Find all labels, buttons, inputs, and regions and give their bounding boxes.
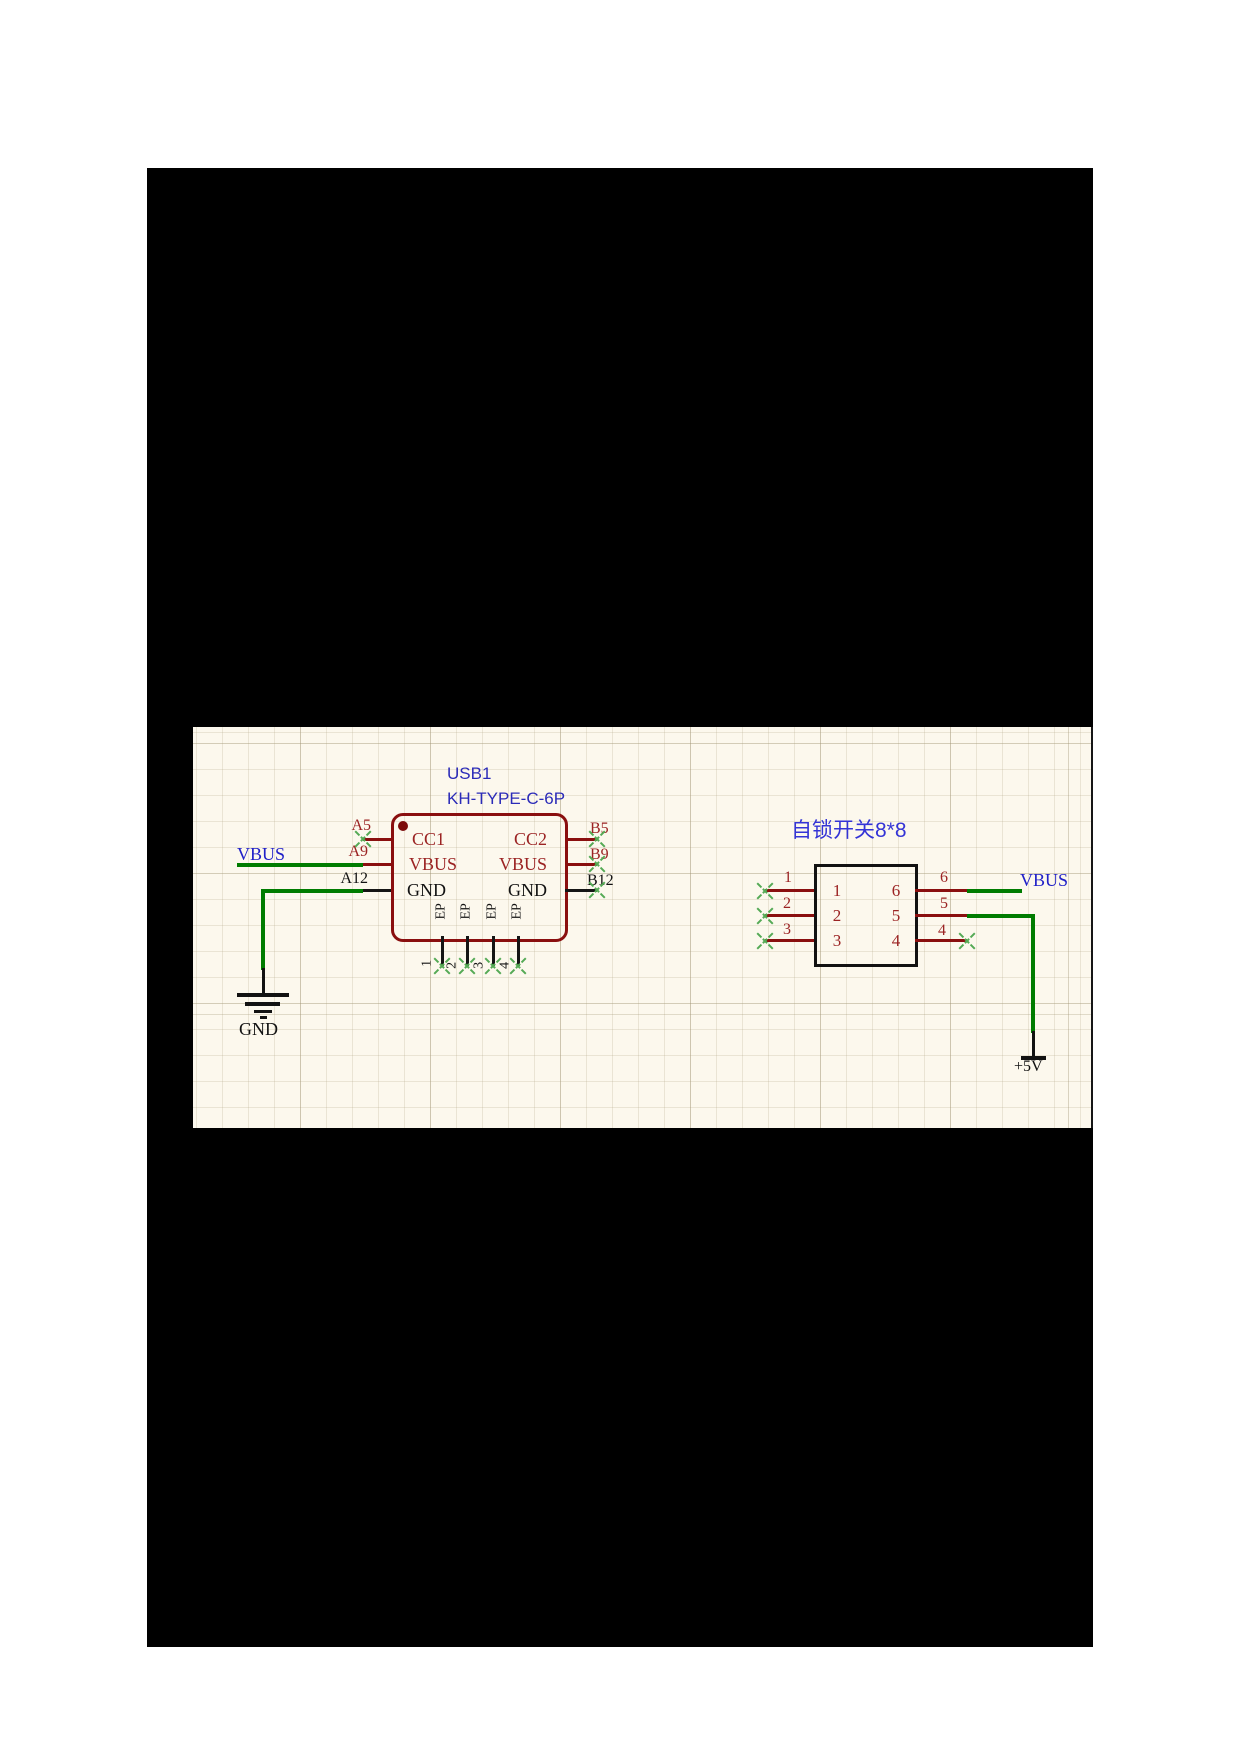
noerc-cross-icon — [756, 882, 774, 900]
usb-ep-pin3-line — [491, 936, 495, 966]
usb-ep-name-3: EP — [484, 903, 500, 920]
usb-ep-pin2-line — [465, 936, 469, 966]
net-label-vbus-right: VBUS — [1020, 870, 1069, 890]
usb-pin-name-gnd-right: GND — [508, 880, 547, 900]
switch-pin-designator-2: 2 — [783, 895, 791, 912]
usb-ep-name-4: EP — [509, 903, 525, 920]
gnd-symbol-bar2 — [245, 1001, 280, 1006]
usb-pin-name-vbus-right: VBUS — [498, 854, 547, 874]
usb-ep-name-1: EP — [433, 903, 449, 920]
noerc-cross-icon — [756, 932, 774, 950]
net-label-vbus-left: VBUS — [237, 844, 286, 864]
usb-pin-b9-line — [565, 863, 597, 866]
noerc-cross-icon — [433, 957, 451, 975]
usb-pin-name-cc1: CC1 — [412, 829, 446, 849]
switch-pin-designator-1: 1 — [784, 869, 792, 886]
switch-pin5-line — [915, 914, 967, 917]
switch-pin2-line — [765, 914, 814, 917]
noerc-cross-icon — [354, 830, 372, 848]
switch-inner-number-3: 3 — [832, 931, 842, 950]
noerc-cross-icon — [588, 830, 606, 848]
noerc-cross-icon — [484, 957, 502, 975]
noerc-cross-icon — [588, 855, 606, 873]
usb-pin-name-gnd-left: GND — [407, 880, 446, 900]
usb-ep-pin4-line — [516, 936, 520, 966]
noerc-cross-icon — [509, 957, 527, 975]
switch-pin1-line — [765, 889, 814, 892]
usb-refdes: USB1 — [447, 764, 492, 783]
schematic-sheet: USB1 KH-TYPE-C-6P CC1 VBUS GND CC2 VBUS … — [193, 727, 1093, 1128]
usb-pin-name-vbus-left: VBUS — [409, 854, 458, 874]
switch-pin-designator-3: 3 — [783, 921, 791, 938]
gnd-symbol-bar4 — [259, 1015, 267, 1019]
usb-pin-designator-a12: A12 — [340, 870, 368, 887]
usb-pin-b12-line — [565, 889, 597, 892]
net-label-gnd: GND — [239, 1019, 278, 1039]
switch-pin-designator-5: 5 — [940, 895, 948, 912]
switch-pin3-line — [765, 939, 814, 942]
usb-pin-a9-line — [363, 863, 391, 866]
usb-pin-b5-line — [565, 837, 597, 841]
gnd-symbol-stem — [261, 968, 265, 994]
noerc-cross-icon — [458, 957, 476, 975]
usb-part-number: KH-TYPE-C-6P — [447, 789, 566, 808]
noerc-cross-icon — [958, 932, 976, 950]
gnd-symbol-bar3 — [254, 1009, 272, 1013]
usb-pin-name-cc2: CC2 — [513, 829, 547, 849]
usb-pin-a5-line — [363, 837, 391, 841]
usb-component-box — [391, 813, 568, 942]
wire-5v-vertical — [1031, 913, 1035, 1033]
switch-pin4-line — [915, 939, 967, 942]
power-bar-symbol-bar — [1021, 1056, 1046, 1060]
switch-title: 自锁开关8*8 — [791, 819, 907, 842]
pin1-marker-dot — [398, 821, 408, 831]
noerc-cross-icon — [588, 881, 606, 899]
wire-gnd-vertical — [261, 888, 265, 970]
noerc-cross-icon — [756, 907, 774, 925]
wire-vbus-left — [237, 862, 363, 867]
usb-ep-name-2: EP — [458, 903, 474, 920]
switch-pin-designator-4: 4 — [938, 922, 946, 939]
wire-vbus-right — [967, 888, 1022, 893]
switch-pin6-line — [915, 889, 967, 892]
switch-inner-number-2: 2 — [832, 906, 842, 925]
usb-pin-a12-line — [363, 889, 391, 892]
switch-pin-designator-6: 6 — [940, 869, 948, 886]
usb-ep-pin1-line — [440, 936, 444, 966]
wire-5v-horizontal — [967, 913, 1035, 918]
switch-inner-number-6: 6 — [891, 881, 901, 900]
switch-inner-number-4: 4 — [891, 931, 901, 950]
switch-inner-number-5: 5 — [891, 906, 901, 925]
gnd-symbol-bar1 — [237, 993, 289, 997]
switch-inner-number-1: 1 — [832, 881, 842, 900]
power-bar-symbol-stem — [1031, 1031, 1035, 1057]
wire-gnd-horizontal — [261, 888, 363, 893]
net-label-plus5v: +5V — [1014, 1058, 1043, 1075]
